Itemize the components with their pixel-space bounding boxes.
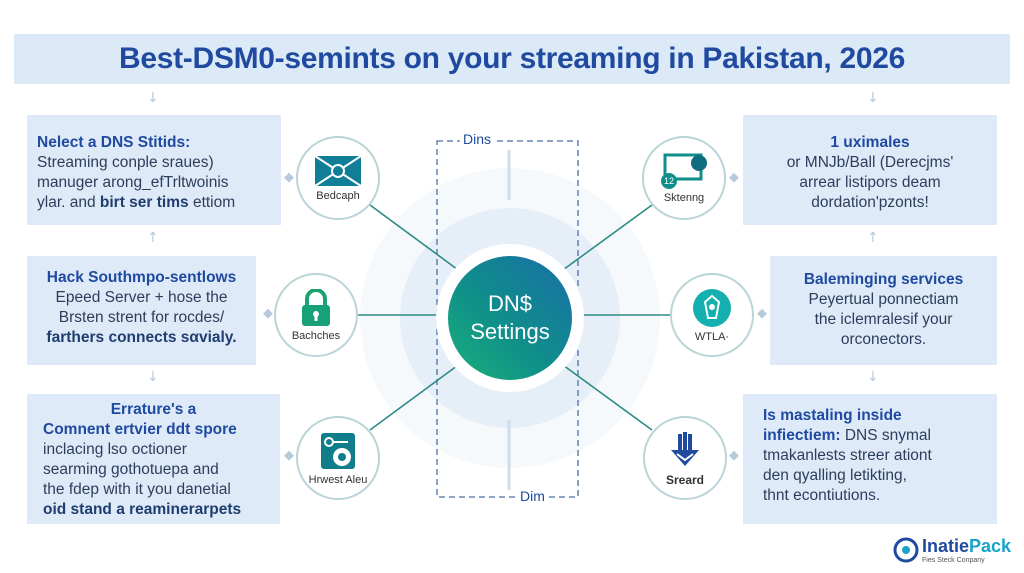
box-line: ettiom [188,194,236,211]
icon-label: Hrwest Aleu [308,473,368,486]
box-line: ylar. and [37,194,100,211]
dashed-label-bottom: Dim [517,488,548,504]
hand-stop-icon [671,431,699,466]
box-line-bold: birt ser tims [99,194,189,211]
box-line: dordation'pzonts! [811,194,929,211]
box-heading: infiectiem: [763,427,841,444]
dashed-label-top: Dins [460,131,495,147]
connector-line [369,359,466,431]
arrow-up-icon: ↑ [867,230,879,246]
connector-line [555,359,653,431]
icon-node-1: Bedcaph [296,136,380,220]
box-heading: Hack Southmpo-sentlows [46,269,237,286]
box-line: the iclemralesif your [814,311,953,328]
arrow-down-icon: ↓ [147,90,159,106]
box-heading: Baleminging services [803,271,964,288]
logo-subtitle: Fies Steck Conpany [922,557,985,564]
connector-diamond [284,450,294,461]
box-line: Peyertual ponnectiam [808,291,959,308]
shield-badge-icon [693,288,731,327]
info-box-left-1: Nelect a DNS Stitids: Streaming conple s… [27,115,281,225]
box-line: tmakanlests streer ationt [763,447,932,464]
connector-line [369,204,466,276]
box-line-bold: farthers connects sαvialy. [46,329,237,346]
box-line-bold: oid stand a reaminerarpets [43,501,242,518]
box-line: searming gothotuepa and [43,461,219,478]
info-box-right-3: Is mastaling inside infiectiem: DNS snym… [743,394,997,524]
arrow-down-icon: ↓ [867,90,879,106]
icon-node-4: 12 Sktenng [642,136,726,220]
dashed-frame [436,140,579,498]
box-heading: Nelect a DNS Stitids: [37,134,191,151]
box-line: Epeed Server + hose the [55,289,228,306]
connector-diamond [284,172,294,183]
connector-line [555,204,653,276]
connector-diamond [729,450,739,461]
icon-node-3: Hrwest Aleu [296,416,380,500]
box-line: arrear listipors deam [799,174,941,191]
arrow-down-icon: ↓ [867,369,879,385]
hub-title-line1: DN$ [487,291,532,316]
box-heading: Is mastaling inside [763,407,902,424]
brand-logo: InatiePack Fies Steck Conpany [893,536,1011,564]
connector-diamond [729,172,739,183]
icon-node-2: Bachches [274,273,358,357]
hub-title-line2: Settings [470,319,550,344]
box-heading: Comnent ertvier ddt spore [43,421,237,438]
info-box-right-2: Baleminging services Peyertual ponnectia… [770,256,997,365]
connector-diamond [263,308,273,319]
envelope-network-icon [314,154,362,187]
box-heading: 1 uximales [830,134,910,151]
box-line: or MNJb/Ball (Derecjms' [786,154,954,171]
logo-mark-icon [893,537,919,563]
logo-name-accent: Pack [969,536,1012,556]
icon-label: Bedcaph [316,189,360,202]
icon-label: Sreard [665,472,705,487]
title-banner: Best-DSM0-semints on your streaming in P… [14,34,1010,84]
info-box-left-2: Hack Southmpo-sentlows Epeed Server + ho… [27,256,256,365]
info-box-left-3: Errature's a Comnent ertvier ddt spore i… [27,394,280,524]
icon-badge: 12 [664,176,674,186]
box-line: DNS snymal [840,427,931,444]
page-title: Best-DSM0-semints on your streaming in P… [118,42,905,75]
router-key-icon [321,432,355,469]
box-line: orconectors. [840,331,927,348]
box-line: thnt econtiutions. [763,487,881,504]
lock-icon [302,288,330,326]
icon-label: Sktenng [663,191,705,204]
box-heading: Errature's a [110,401,197,418]
icon-node-5: WTLA· [670,273,754,357]
box-line: den qyalling letikting, [763,467,907,484]
icon-node-6: Sreard [643,416,727,500]
icon-label: Bachches [291,329,341,342]
dns-settings-hub: DN$ Settings [448,256,572,380]
arrow-down-icon: ↓ [147,369,159,385]
box-line: inclacing lso octioner [43,441,187,458]
connector-diamond [757,308,767,319]
box-line: Brsten strent for rocdes/ [58,309,225,326]
monitor-chat-icon: 12 [661,153,707,189]
arrow-up-icon: ↑ [147,230,159,246]
box-line: manuger arong_efTrltwoinis [37,174,229,191]
box-line: the fdep with it you danetial [43,481,231,498]
logo-name: Inatie [922,536,970,556]
icon-label: WTLA· [694,330,730,343]
info-box-right-1: 1 uximales or MNJb/Ball (Derecjms' arrea… [743,115,997,225]
box-line: Streaming conple sraues) [37,154,214,171]
